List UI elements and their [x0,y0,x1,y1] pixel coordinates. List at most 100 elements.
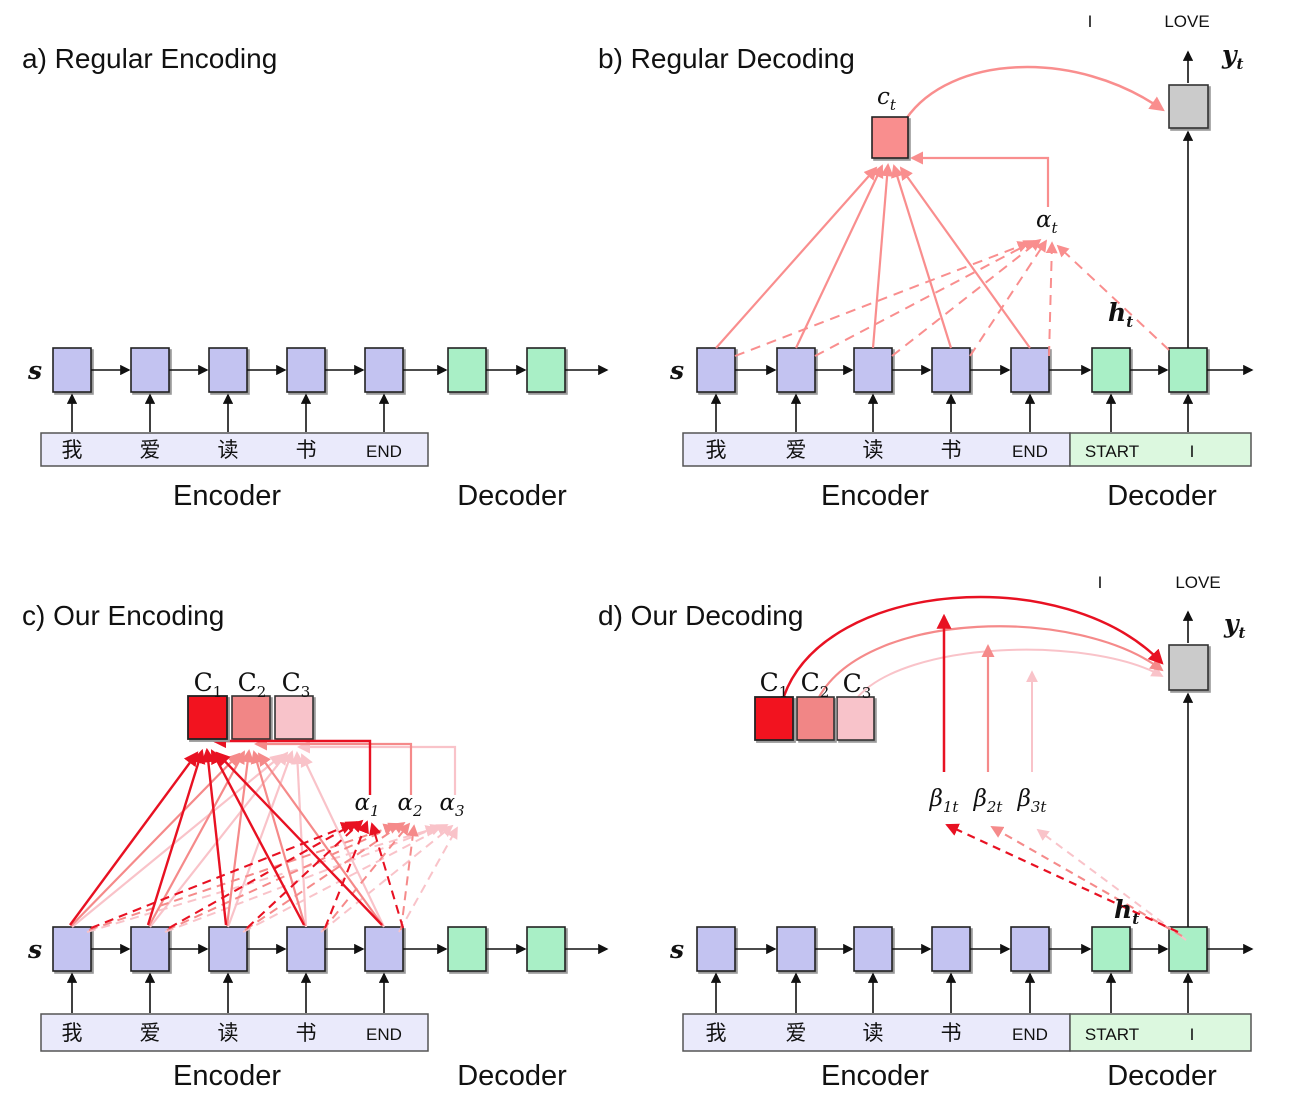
initial-state-label: s [27,356,42,385]
decoder-label: Decoder [457,1060,567,1092]
attention-weight-line [320,824,454,933]
context-box-c3 [274,695,314,740]
attention-line [201,747,228,926]
decoder-input-bar [1069,432,1252,467]
alpha2-dashed-lines [88,821,419,931]
encoder-state-box [853,347,893,393]
encoder-input-bar [40,1013,429,1052]
beta1-label: β1t [929,786,960,816]
c3-fan-lines [71,750,385,928]
context-box-c3 [836,696,875,741]
panel-d-attn-weak: β3t C3 [836,648,1187,941]
encoder-input-bar [682,1013,1071,1052]
context-label-c3: C3 [843,669,872,702]
encoder-token: 书 [296,1021,317,1045]
decoder-label: Decoder [457,480,567,512]
attention-weight-line [1045,241,1058,357]
attention-line [149,751,289,928]
alpha1-dashed-lines [90,819,405,929]
hidden-state-label: ht [1108,298,1133,331]
initial-state-label: s [669,356,684,385]
context-label-c2: C2 [238,668,267,701]
encoder-state-box [1010,347,1050,393]
alpha-to-context-connector [910,151,1050,207]
encoder-state-box [52,926,92,972]
decoder-state-box [1168,926,1208,972]
output-box [1168,644,1209,691]
attention-weight-line [322,822,411,931]
panel-d-output: I LOVE yt ht [1098,573,1246,928]
attention-weight-line [168,821,359,929]
encoder-input-bar [40,432,429,467]
encoder-token: END [1012,1025,1048,1044]
b-alpha-dashed-lines [734,238,1170,357]
initial-state-label: s [27,935,42,964]
decoder-token: I [1190,1025,1195,1044]
attention-line [795,164,884,349]
context-box-c1 [754,696,794,741]
attention-weight-line [86,825,438,933]
encoder-state-box [853,926,893,972]
alpha-label: αt [1036,207,1059,237]
output-word-i: I [1088,12,1093,31]
encoder-state-box [52,347,92,393]
alpha1-to-c1-connector [211,733,372,795]
context-label-c2: C2 [801,668,830,701]
encoder-state-box [931,926,971,972]
attention-weight-line [90,822,354,929]
panel-c-title: c) Our Encoding [22,600,224,631]
encoder-state-box [776,926,816,972]
output-word-i: I [1098,573,1103,592]
encoder-token: 书 [941,438,962,462]
attention-line [69,751,199,926]
encoder-token: 爱 [786,438,807,462]
encoder-state-box [208,926,248,972]
panel-d-attn-medium: β2t C2 [796,625,1183,937]
attention-weight-line [166,822,401,931]
beta3-label: β3t [1017,786,1048,816]
encoder-token: END [366,1025,402,1044]
decoder-token: I [1190,442,1195,461]
decoder-state-box [526,347,566,393]
beta1-dashed-line [945,823,1179,933]
attention-weight-line [324,820,369,929]
beta2-label: β2t [973,786,1004,816]
decoder-state-box [1091,926,1131,972]
attention-weight-line [400,824,419,931]
encoder-token: 读 [863,1021,884,1045]
encoder-token: 书 [296,438,317,462]
output-box [1168,84,1209,129]
encoder-state-box [286,347,326,393]
encoder-state-box [776,347,816,393]
attention-line [871,163,894,349]
attention-line [146,748,206,926]
decoder-state-box [1091,347,1131,393]
encoder-label: Encoder [821,1060,929,1092]
alpha1-label: α1 [354,790,379,820]
attention-line [899,166,1031,349]
output-symbol-label: yt [1223,609,1246,642]
attention-weight-line [242,824,449,933]
context-label-c1: C1 [760,668,789,701]
output-word-love: LOVE [1164,12,1209,31]
attention-weight-line [369,822,405,929]
beta2-dashed-line [990,826,1183,937]
encoder-state-box [130,926,170,972]
encoder-token: 读 [218,1021,239,1045]
encoder-label: Encoder [821,480,929,512]
output-word-love: LOVE [1175,573,1220,592]
alpha3-to-c3-connector [297,740,457,795]
encoder-state-box [286,926,326,972]
attention-weight-line [164,824,443,933]
encoder-state-box [130,347,170,393]
panel-d-title: d) Our Decoding [598,600,803,631]
decoder-label: Decoder [1107,1060,1217,1092]
hidden-state-label: ht [1114,895,1139,928]
panel-c-attn-strong: C1 α1 [69,668,405,929]
b-context-fan-lines [715,163,1031,349]
